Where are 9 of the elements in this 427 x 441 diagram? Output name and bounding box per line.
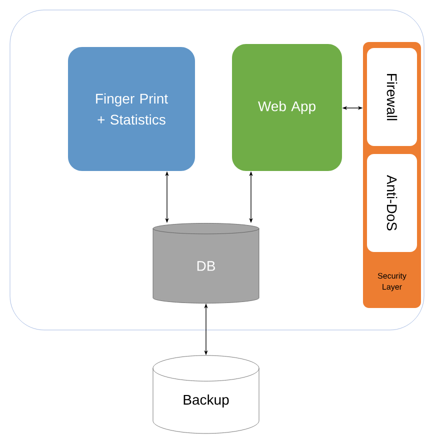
rotated-label: Anti-DoS: [386, 175, 398, 230]
rotated-label: Firewall: [386, 74, 398, 120]
band-label: Security Layer: [378, 272, 406, 292]
security-box: [367, 154, 417, 252]
process-box: Finger Print + Statistics: [68, 47, 195, 171]
security-box: [367, 48, 417, 146]
database-cylinder: DB: [152, 223, 260, 304]
database-cylinder: Backup: [152, 355, 260, 434]
process-box: Web App: [232, 44, 342, 171]
